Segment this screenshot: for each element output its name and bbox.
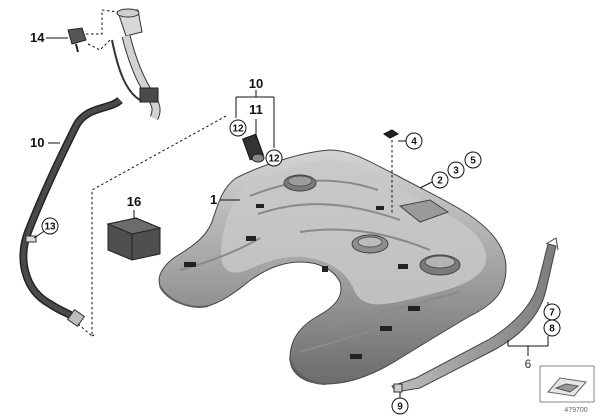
tension-strap bbox=[391, 237, 559, 393]
callout-9-circle bbox=[391, 397, 409, 415]
callout-10-top: 10 bbox=[249, 76, 263, 91]
callout-13: 13 bbox=[44, 222, 56, 233]
callout-12-right: 12 bbox=[268, 154, 280, 165]
fuel-tank bbox=[158, 149, 507, 385]
callout-1: 1 bbox=[210, 192, 217, 207]
seal-piece bbox=[383, 129, 399, 214]
callout-14: 14 bbox=[30, 30, 45, 45]
line-connector bbox=[242, 133, 265, 163]
callout-8-circle bbox=[543, 319, 561, 337]
callout-2-circle bbox=[431, 171, 449, 189]
vehicle-position-thumbnail-icon: 479700 bbox=[539, 365, 595, 414]
callout-5: 5 bbox=[470, 156, 476, 167]
callout-13-circle bbox=[41, 217, 59, 235]
callout-8: 8 bbox=[549, 324, 555, 335]
callout-9: 9 bbox=[397, 402, 403, 413]
callout-11: 11 bbox=[249, 102, 263, 117]
callout-labels: 14 10 13 10 11 12 12 1 16 4 2 3 5 7 8 6 … bbox=[30, 30, 561, 415]
callout-2: 2 bbox=[437, 176, 443, 187]
callout-3: 3 bbox=[453, 166, 459, 177]
callout-5-circle bbox=[464, 151, 482, 169]
insulation-pad bbox=[106, 217, 162, 261]
callout-12-left: 12 bbox=[232, 124, 244, 135]
callout-10-left: 10 bbox=[30, 135, 44, 150]
callout-12-left-circle bbox=[229, 119, 247, 137]
assembly-dashed-line bbox=[77, 115, 227, 338]
callout-7: 7 bbox=[549, 308, 555, 319]
leader-lines bbox=[33, 37, 549, 398]
callout-3-circle bbox=[447, 161, 465, 179]
callout-12-right-circle bbox=[265, 149, 283, 167]
callout-4-circle bbox=[405, 132, 423, 150]
callout-4: 4 bbox=[411, 137, 417, 148]
filler-pipe-assembly bbox=[19, 8, 161, 328]
diagram-code: 479700 bbox=[564, 407, 587, 414]
callout-16: 16 bbox=[127, 194, 141, 209]
callout-6: 6 bbox=[525, 357, 532, 371]
